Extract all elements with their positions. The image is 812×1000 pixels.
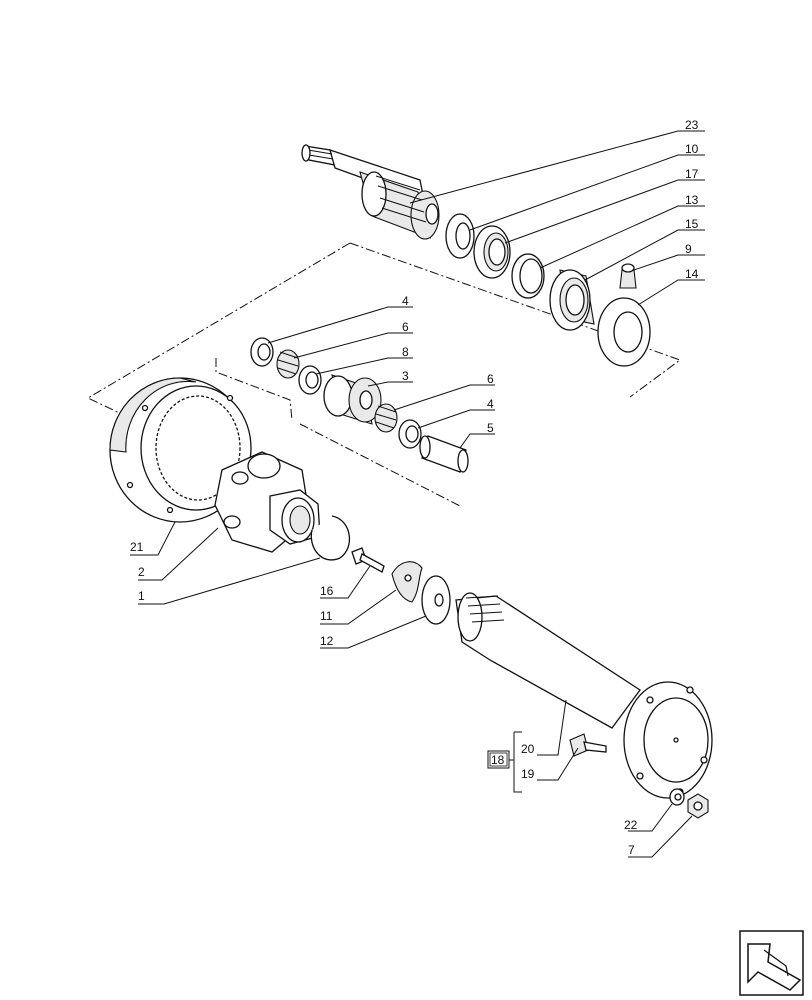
double-gear — [359, 171, 440, 240]
wheel-stud-19 — [569, 733, 607, 757]
thrust-washer-10 — [445, 213, 475, 259]
callout-23: 23 — [685, 118, 699, 132]
callout-13: 13 — [685, 193, 699, 207]
callout-labels: 23 10 17 13 15 9 14 4 6 8 3 6 4 5 21 2 1… — [130, 118, 699, 857]
callout-22: 22 — [624, 818, 638, 832]
callout-16: 16 — [320, 584, 334, 598]
callout-4-bottom: 4 — [487, 397, 494, 411]
callout-6-top: 6 — [402, 320, 409, 334]
callout-20: 20 — [521, 742, 535, 756]
group-label-18: 18 — [491, 753, 505, 767]
washer-12 — [421, 575, 451, 625]
washer-22 — [669, 788, 685, 806]
grease-fitting-9 — [619, 263, 637, 289]
callout-12: 12 — [320, 634, 334, 648]
spacer-8 — [298, 365, 322, 395]
planet-carrier-2 — [214, 451, 321, 553]
spacer-13 — [511, 253, 545, 299]
callout-8: 8 — [402, 345, 409, 359]
needle-bearing-6-top — [276, 349, 300, 379]
bearing-15 — [549, 269, 595, 331]
bolt-16 — [351, 547, 385, 573]
washer-4-bottom — [398, 419, 422, 449]
callout-1: 1 — [138, 589, 145, 603]
callout-19: 19 — [521, 767, 535, 781]
callout-10: 10 — [685, 142, 699, 156]
callout-17: 17 — [685, 167, 699, 181]
callout-14: 14 — [685, 267, 699, 281]
needle-bearing-6-bottom — [374, 403, 398, 433]
seal-ring-14 — [597, 297, 651, 367]
lock-plate-11 — [391, 561, 423, 603]
callout-4-top: 4 — [402, 294, 409, 308]
callout-5: 5 — [487, 421, 494, 435]
next-page-arrow-icon[interactable] — [739, 930, 804, 996]
callout-9: 9 — [685, 242, 692, 256]
callout-3: 3 — [402, 369, 409, 383]
callout-2: 2 — [138, 565, 145, 579]
leader-lines — [130, 130, 705, 858]
group-box-18: 18 — [487, 750, 510, 769]
snap-ring-1 — [310, 515, 351, 561]
callout-6-bottom: 6 — [487, 372, 494, 386]
callout-21: 21 — [130, 540, 144, 554]
callout-11: 11 — [320, 609, 333, 623]
washer-4-top — [250, 337, 274, 367]
bearing-17 — [473, 225, 511, 279]
planet-gear-3 — [323, 374, 382, 425]
callout-15: 15 — [685, 217, 699, 231]
callout-7: 7 — [628, 843, 635, 857]
nut-7 — [687, 793, 709, 819]
pin-5 — [419, 435, 469, 473]
